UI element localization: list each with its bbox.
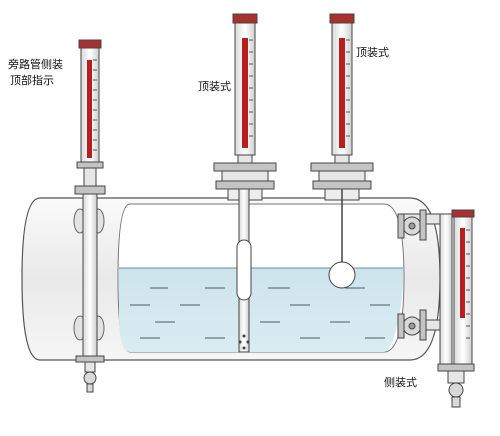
label-top-mount-1: 顶装式 [198,80,231,93]
top-mount-gauge-1 [213,13,277,353]
top-mount-gauge-2 [310,13,374,289]
tank-liquid [119,268,404,352]
label-top-mount-2: 顶装式 [356,46,389,59]
label-bypass-line2: 顶部指示 [10,74,54,87]
liquid-dashes [130,287,390,339]
drain-valve [83,371,97,385]
ball-float [328,261,356,289]
bypass-gauge [74,39,106,393]
float-top-mount-1 [236,239,252,301]
side-drain-valve [448,382,464,398]
side-mount-gauge [397,209,475,408]
label-side-mount: 侧装式 [384,376,417,389]
label-bypass-line1: 旁路管侧装 [8,58,63,71]
tank [21,197,441,361]
